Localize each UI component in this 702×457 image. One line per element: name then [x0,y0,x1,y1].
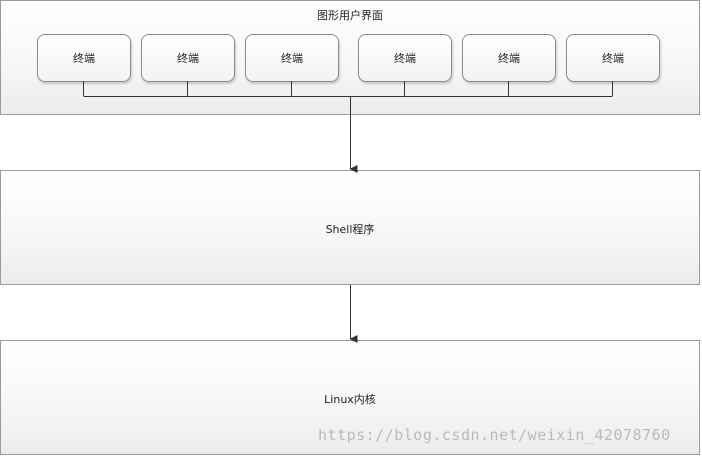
shell-layer-box: Shell程序 [0,170,700,285]
terminal-box-3: 终端 [245,34,339,82]
terminal-box-2: 终端 [141,34,235,82]
terminal-box-6: 终端 [566,34,660,82]
terminal-box-5: 终端 [462,34,556,82]
gui-layer-title: 图形用户界面 [317,9,383,22]
kernel-layer-box: Linux内核 [0,340,700,455]
terminal-box-1: 终端 [37,34,131,82]
terminal-box-4: 终端 [358,34,452,82]
watermark-text: https://blog.csdn.net/weixin_42078760 [318,426,671,444]
kernel-layer-title: Linux内核 [324,393,376,406]
gui-layer-box: 图形用户界面 终端 终端 终端 终端 终端 终端 [0,0,700,115]
shell-layer-title: Shell程序 [325,223,375,236]
